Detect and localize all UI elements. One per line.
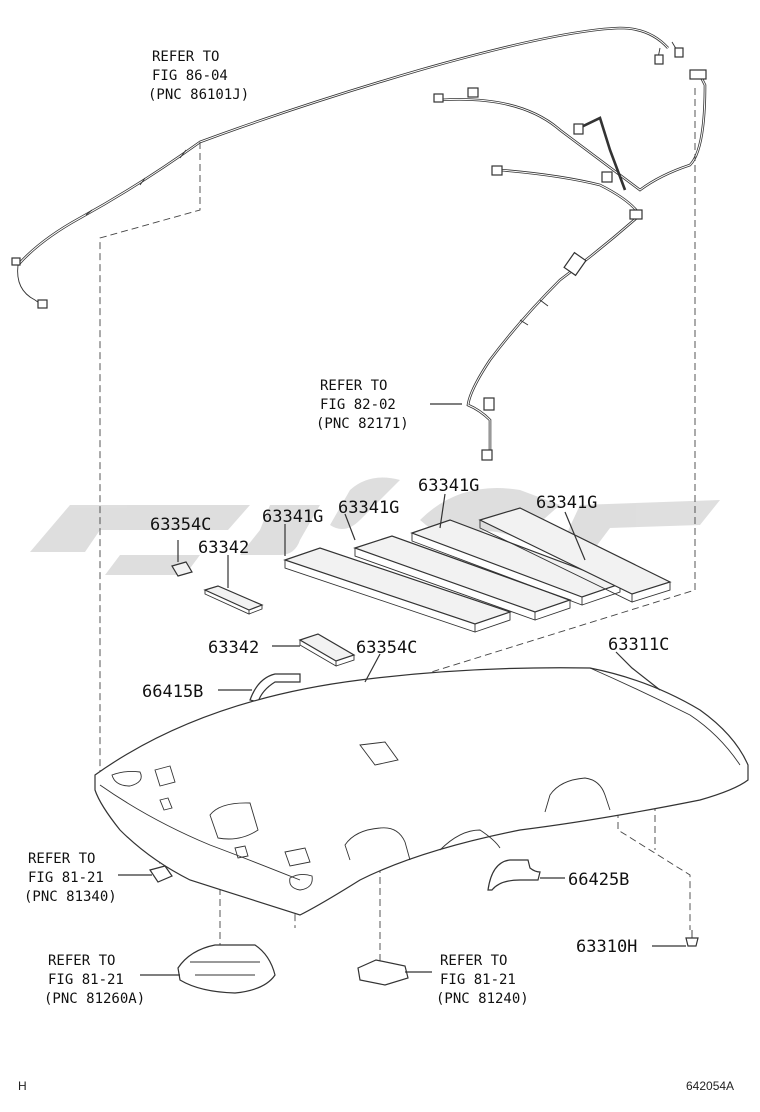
pad-63341g-group	[283, 507, 672, 633]
headliner-63311c	[94, 667, 749, 916]
callout-ref-81-21-b: REFER TO FIG 81-21 (PNC 81260A)	[44, 953, 145, 1007]
roof-wire-harness	[11, 26, 684, 309]
callout-ref-81-21-c: REFER TO FIG 81-21 (PNC 81240)	[436, 953, 529, 1007]
figure-code: 642054A	[686, 1079, 734, 1093]
part-label-66415b: 66415B	[142, 682, 203, 702]
callout-ref-82-02-line3: (PNC 82171)	[316, 416, 409, 432]
callout-ref-81-21-c-line3: (PNC 81240)	[436, 991, 529, 1007]
part-label-63311c: 63311C	[608, 635, 669, 655]
callout-ref-82-02-line1: REFER TO	[320, 378, 387, 394]
part-label-63310h: 63310H	[576, 937, 637, 957]
callout-ref-86-04-line3: (PNC 86101J)	[148, 87, 249, 103]
part-label-63341g-1: 63341G	[418, 476, 479, 496]
part-label-63341g-2: 63341G	[536, 493, 597, 513]
callout-ref-81-21-b-line3: (PNC 81260A)	[44, 991, 145, 1007]
callout-ref-81-21-a: REFER TO FIG 81-21 (PNC 81340)	[24, 851, 117, 905]
part-label-66425b: 66425B	[568, 870, 629, 890]
clips-and-lamps	[149, 859, 699, 994]
callout-ref-81-21-a-line3: (PNC 81340)	[24, 889, 117, 905]
callout-ref-81-21-c-line2: FIG 81-21	[440, 972, 516, 988]
corner-mark-left: H	[18, 1079, 27, 1093]
part-label-63354c-2: 63354C	[356, 638, 417, 658]
callout-ref-82-02: REFER TO FIG 82-02 (PNC 82171)	[316, 378, 409, 432]
callout-ref-81-21-a-line2: FIG 81-21	[28, 870, 104, 886]
part-label-63342-2: 63342	[208, 638, 259, 658]
callout-ref-86-04-line1: REFER TO	[152, 49, 219, 65]
callout-ref-81-21-c-line1: REFER TO	[440, 953, 507, 969]
callout-ref-86-04-line2: FIG 86-04	[152, 68, 228, 84]
sensor-wire-harness	[433, 69, 707, 461]
callout-ref-81-21-b-line1: REFER TO	[48, 953, 115, 969]
part-label-63354c-1: 63354C	[150, 515, 211, 535]
callout-ref-81-21-b-line2: FIG 81-21	[48, 972, 124, 988]
callout-ref-81-21-a-line1: REFER TO	[28, 851, 95, 867]
part-label-63341g-3: 63341G	[338, 498, 399, 518]
part-label-63341g-4: 63341G	[262, 507, 323, 527]
part-number-labels: 63341G 63341G 63341G 63341G 63354C 63342…	[142, 476, 669, 957]
part-label-63342-1: 63342	[198, 538, 249, 558]
label-leaders	[118, 403, 686, 976]
callout-ref-82-02-line2: FIG 82-02	[320, 397, 396, 413]
callout-ref-86-04: REFER TO FIG 86-04 (PNC 86101J)	[148, 49, 249, 103]
small-pads	[171, 561, 367, 703]
